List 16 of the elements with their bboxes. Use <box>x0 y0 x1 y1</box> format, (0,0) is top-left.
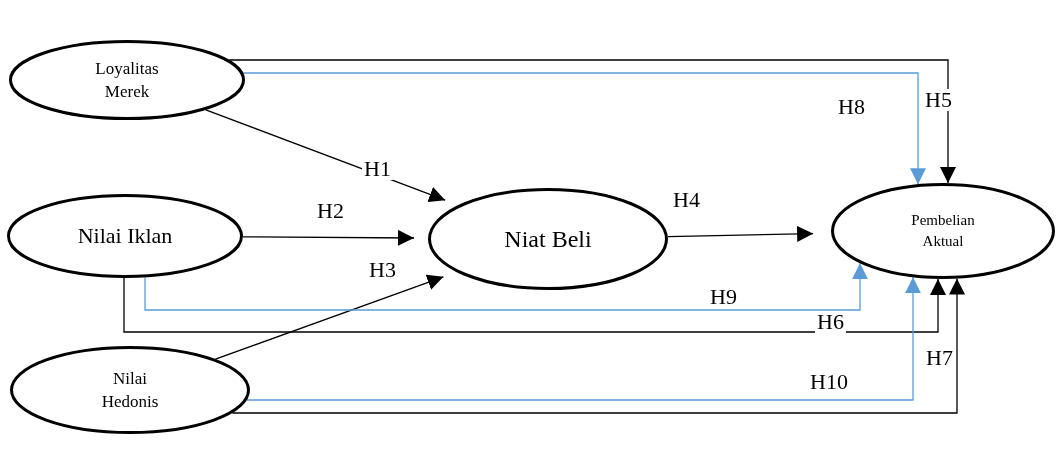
arrow <box>228 59 956 184</box>
arrow <box>246 276 921 401</box>
edge-label: H5 <box>923 89 954 111</box>
node-label: Pembelian Aktual <box>910 211 976 251</box>
node-label: Niat Beli <box>503 224 593 254</box>
arrow <box>144 262 868 311</box>
arrow <box>123 277 946 333</box>
node-label: Loyalitas Merek <box>94 57 160 103</box>
arrow <box>231 277 965 414</box>
arrow <box>667 225 814 242</box>
arrow <box>205 109 446 203</box>
node-label: Nilai Hedonis <box>100 367 160 413</box>
arrow <box>242 72 926 185</box>
node-label: Nilai Iklan <box>76 221 174 250</box>
arrow <box>214 274 445 360</box>
arrow <box>242 229 415 246</box>
